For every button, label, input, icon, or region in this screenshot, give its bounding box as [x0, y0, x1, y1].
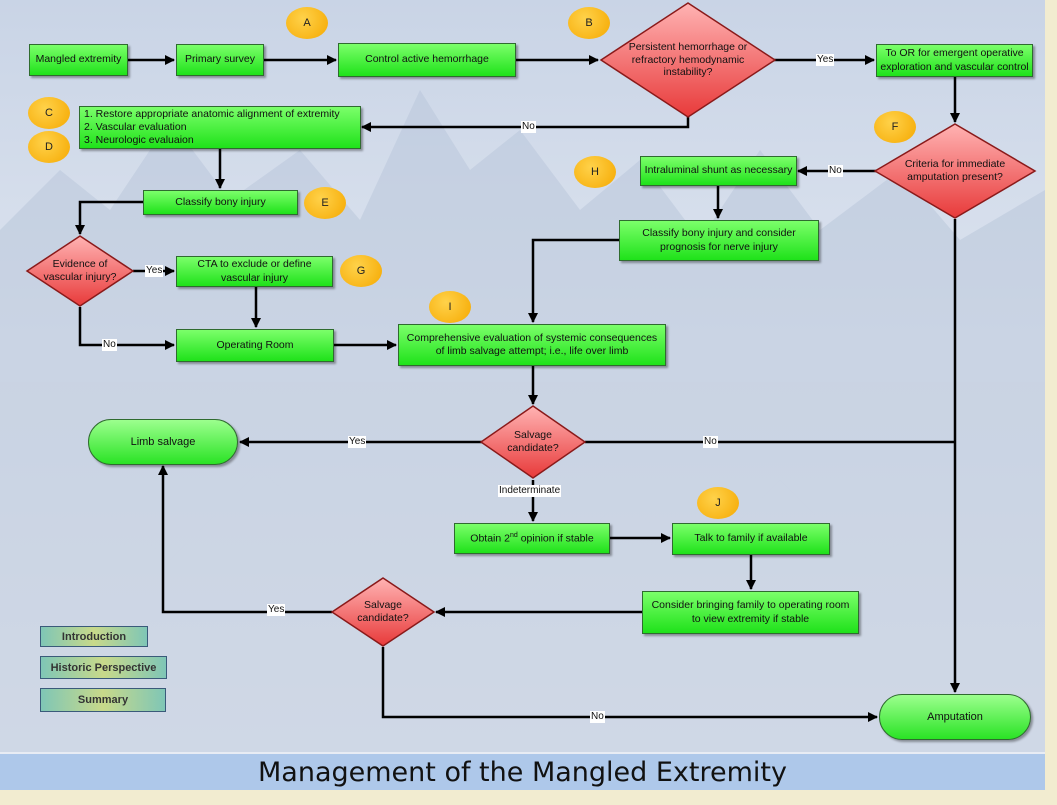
node-intraluminal-shunt: Intraluminal shunt as necessary: [640, 156, 797, 186]
node-bring-family: Consider bringing family to operating ro…: [642, 591, 859, 634]
diamond-salvage2: [330, 577, 436, 647]
diamond-evidence: [25, 235, 135, 307]
diamond-persistent-label: Persistent hemorrhage or refractory hemo…: [628, 41, 748, 79]
diamond-criteria-label: Criteria for immediate amputation presen…: [904, 158, 1006, 183]
diamond-salvage2-label: Salvage candidate?: [357, 599, 409, 624]
frame-border-bottom: [0, 790, 1057, 805]
diamond-persistent: [599, 2, 777, 118]
page-title: Management of the Mangled Extremity: [258, 756, 787, 788]
node-cta: CTA to exclude or define vascular injury: [176, 256, 333, 287]
node-control-hemorrhage: Control active hemorrhage: [338, 43, 516, 77]
marker-a: A: [286, 7, 328, 39]
nav-summary-button[interactable]: Summary: [40, 688, 166, 712]
edge-classify-comprehensive: [528, 238, 619, 323]
edge-label-yes-cta: Yes: [145, 265, 164, 277]
diamond-evidence-label: Evidence of vascular injury?: [43, 258, 117, 283]
second-opinion-text: Obtain 2nd opinion if stable: [470, 531, 594, 545]
node-to-or: To OR for emergent operative exploration…: [876, 44, 1033, 77]
marker-i: I: [429, 291, 471, 323]
node-restore-alignment: 1. Restore appropriate anatomic alignmen…: [79, 106, 361, 149]
edge-label-yes-limb: Yes: [348, 436, 367, 448]
marker-g: G: [340, 255, 382, 287]
node-limb-salvage: Limb salvage: [88, 419, 238, 465]
marker-b: B: [568, 7, 610, 39]
node-second-opinion: Obtain 2nd opinion if stable: [454, 523, 610, 554]
edge-label-yes-limb2: Yes: [267, 604, 286, 616]
edge-label-no-shunt: No: [828, 165, 843, 177]
marker-c: C: [28, 97, 70, 129]
node-classify-bony-injury: Classify bony injury: [143, 190, 298, 215]
edge-label-no-amputation2: No: [590, 711, 605, 723]
node-classify-nerve: Classify bony injury and consider progno…: [619, 220, 819, 261]
edge-classifybony-evidence: [75, 200, 143, 235]
nav-historic-perspective-button[interactable]: Historic Perspective: [40, 656, 167, 679]
edge-label-no-or: No: [102, 339, 117, 351]
edge-label-yes-to-or: Yes: [816, 54, 835, 66]
edge-label-no-amputation: No: [703, 436, 718, 448]
edge-salvage2-amputation: [381, 647, 878, 722]
node-talk-family: Talk to family if available: [672, 523, 830, 555]
marker-f: F: [874, 111, 916, 143]
edge-label-no-restore: No: [521, 121, 536, 133]
marker-e: E: [304, 187, 346, 219]
node-operating-room: Operating Room: [176, 329, 334, 362]
nav-introduction-button[interactable]: Introduction: [40, 626, 148, 647]
edge-persistent-restore: [361, 117, 690, 132]
node-comprehensive-evaluation: Comprehensive evaluation of systemic con…: [398, 324, 666, 366]
node-mangled-extremity: Mangled extremity: [29, 44, 128, 76]
diamond-salvage1: [479, 405, 587, 479]
edge-evidence-or: [78, 307, 175, 350]
frame-border-right: [1045, 0, 1057, 805]
diamond-criteria: [873, 123, 1037, 219]
node-amputation: Amputation: [879, 694, 1031, 740]
edge-label-indeterminate: Indeterminate: [498, 485, 562, 497]
marker-j: J: [697, 487, 739, 519]
marker-h: H: [574, 156, 616, 188]
diamond-salvage1-label: Salvage candidate?: [507, 429, 559, 454]
page-title-bar: Management of the Mangled Extremity: [0, 754, 1045, 790]
node-primary-survey: Primary survey: [176, 44, 264, 76]
marker-d: D: [28, 131, 70, 163]
